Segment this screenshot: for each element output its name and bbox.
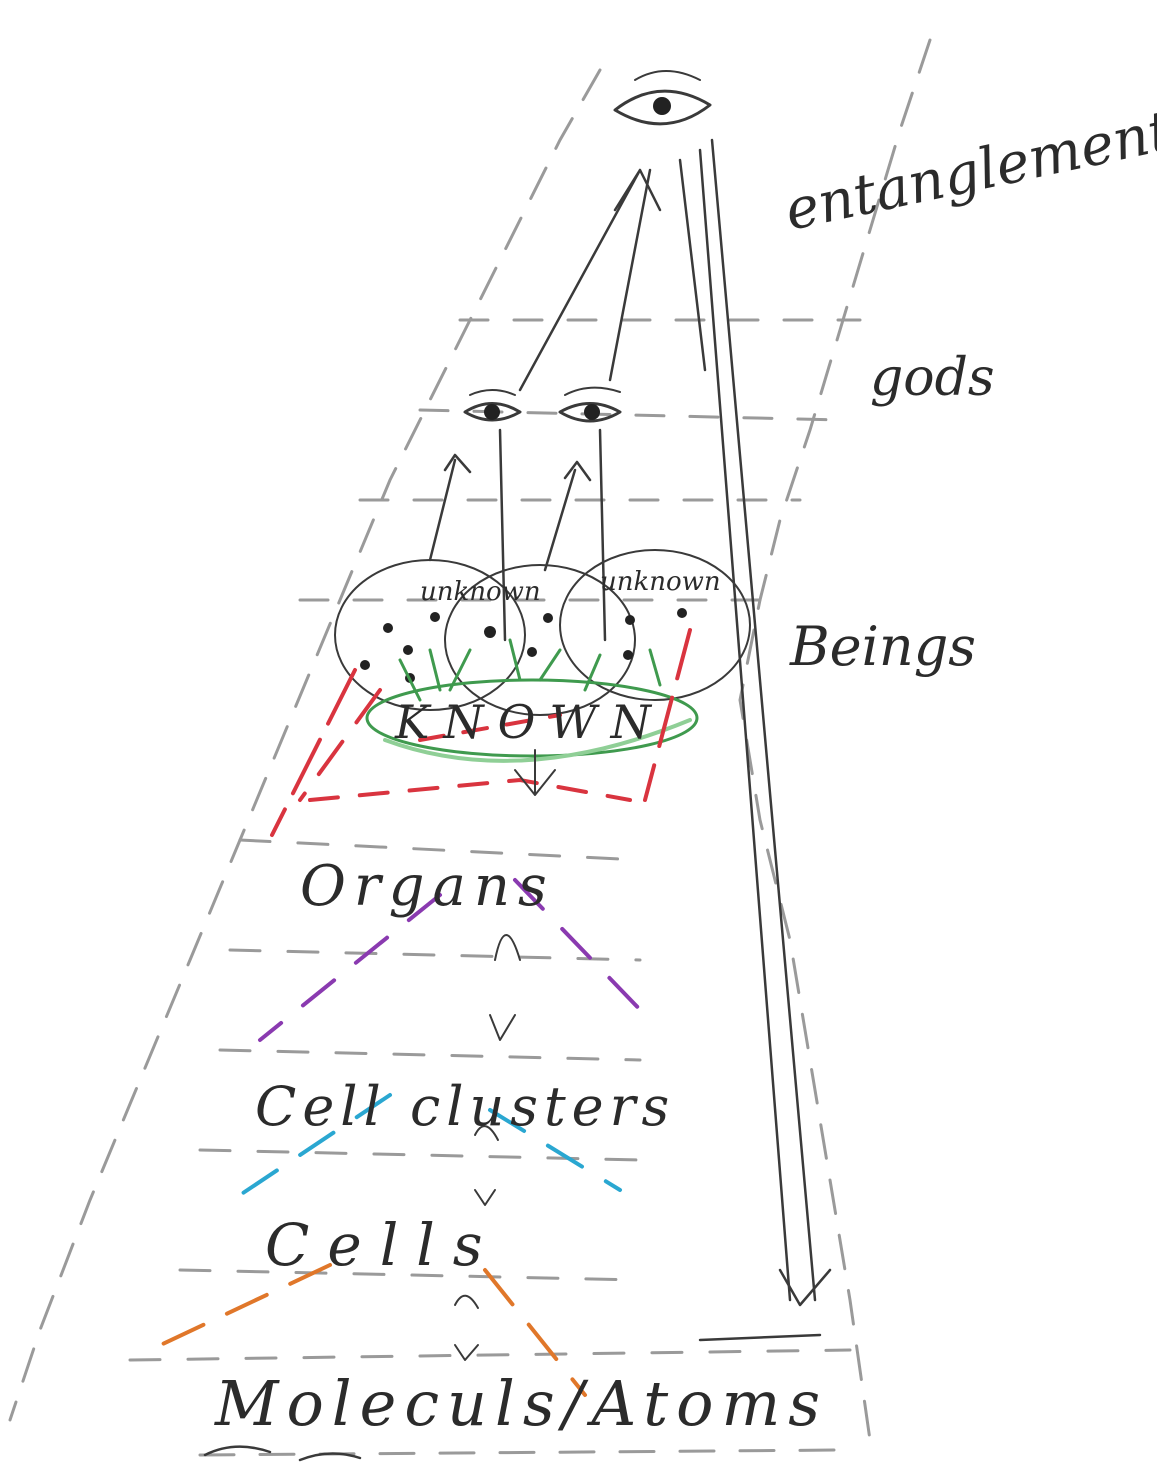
organs-arrows — [489, 934, 521, 1041]
cyan-lines — [223, 1093, 622, 1207]
label-unknown-left: unknown — [420, 577, 541, 607]
label-gods: gods — [870, 348, 995, 408]
gods-arrows — [428, 428, 607, 642]
label-known: KNOWN — [394, 695, 665, 749]
cells-arrows — [454, 1294, 479, 1361]
known-ellipse — [365, 638, 699, 763]
label-cells: Cells — [265, 1211, 501, 1279]
beings-groups — [334, 549, 751, 716]
label-cell-clusters: Cell clusters — [255, 1075, 675, 1138]
purple-lines — [258, 878, 652, 1042]
base-strokes — [203, 1333, 822, 1462]
gods-eyes — [463, 386, 622, 423]
top-eye-icon — [613, 70, 712, 126]
known-organs-arrow — [514, 749, 556, 796]
label-unknown-right: unknown — [600, 567, 721, 597]
label-molecules-atoms: Moleculs/Atoms — [214, 1367, 828, 1440]
orange-lines — [148, 1263, 587, 1397]
red-lines — [270, 628, 692, 837]
label-entanglement: entanglement — [779, 98, 1157, 243]
beings-eyes — [360, 608, 687, 683]
label-organs: Organs — [300, 854, 555, 919]
top-arrows — [518, 138, 832, 1307]
cell-clusters-arrows — [474, 1125, 499, 1206]
label-beings: Beings — [789, 615, 976, 678]
